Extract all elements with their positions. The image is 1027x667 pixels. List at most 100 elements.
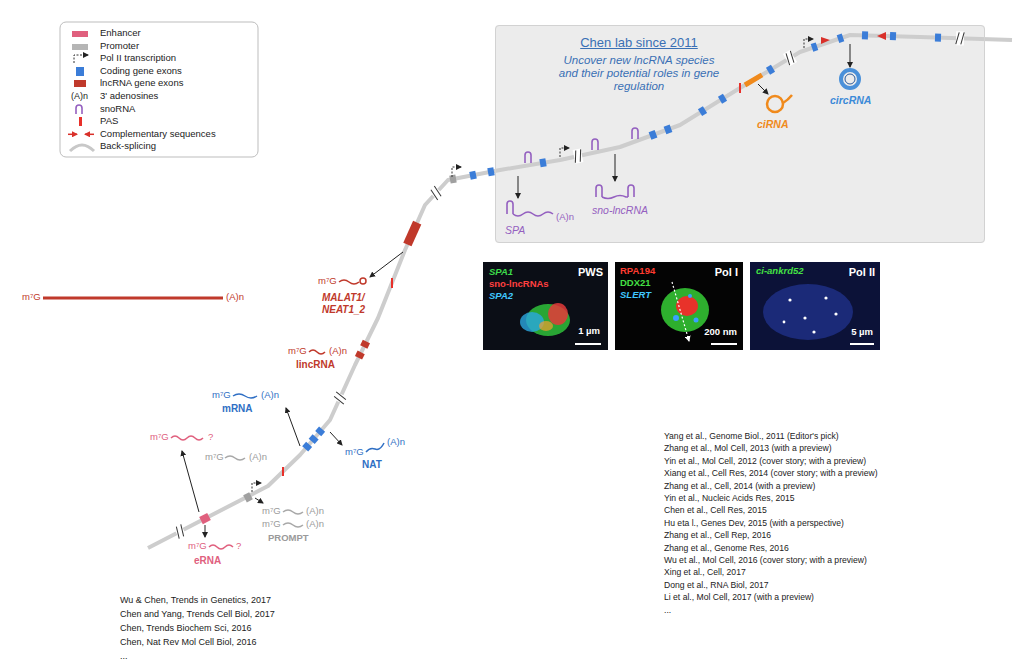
rna-name: eRNA (194, 555, 221, 567)
micrograph-image (834, 312, 837, 315)
break-mark (783, 50, 797, 66)
legend-text: 3' adenosines (100, 91, 158, 102)
legend-sample (74, 55, 88, 63)
break-mark (578, 149, 583, 161)
break-mark (783, 50, 797, 66)
micrograph-panel: RPA194DDX21SLERTPol I200 nm (615, 262, 743, 350)
pas-mark (283, 83, 740, 476)
coding-exon (768, 68, 773, 71)
rna-transcript (360, 278, 366, 284)
rna-name: ciRNA (757, 118, 789, 130)
rna-transcript (225, 456, 245, 460)
leader-arrow (286, 408, 300, 446)
stain-label: SPA2 (489, 291, 513, 302)
micrograph-panel: SPA1sno-lncRNAsSPA2PWS1 µm (483, 262, 608, 350)
coding-exon (935, 34, 941, 42)
pol2-start-arrow (252, 483, 261, 492)
polya-label: (A)n (261, 390, 279, 401)
cap-label: m⁷G (345, 447, 364, 458)
break-mark (173, 31, 964, 539)
rna-name: sno-lncRNA (592, 204, 648, 216)
legend-swatch (72, 44, 88, 50)
cap-label: m⁷G (212, 390, 231, 401)
legend-swatch (79, 117, 82, 126)
pas-mark (391, 278, 393, 288)
break-mark (332, 391, 348, 404)
lab-box-ground (495, 25, 985, 243)
enhancer-mark (201, 517, 209, 521)
break-mark (173, 523, 187, 539)
legend-text: Pol II transcription (100, 53, 176, 64)
break-mark (783, 53, 792, 65)
leader-arrow (255, 498, 263, 503)
break-mark (432, 186, 443, 196)
leader-arrow (370, 252, 403, 277)
rna-name: PROMPT (268, 533, 309, 544)
cap-label: m⁷G (150, 432, 169, 443)
reference: Xiang et al., Cell Res, 2014 (cover stor… (664, 469, 878, 479)
gene-locus-line (148, 35, 1012, 548)
break-mark (178, 524, 186, 536)
leader-arrow (758, 84, 768, 94)
reference: Zhang et al., Genome Res, 2016 (664, 544, 789, 554)
pol2-start-arrow (560, 148, 569, 157)
break-mark (573, 150, 578, 162)
ellipsis: ... (120, 651, 128, 661)
micrograph-image (673, 315, 679, 321)
lab-info-box: Chen lab since 2011Uncover new lncRNA sp… (495, 25, 985, 243)
reference: Zhang et al., Cell Rep, 2016 (664, 531, 771, 541)
lncrna-exon (359, 352, 362, 357)
micrograph-image (750, 262, 880, 350)
enhancer-mark (201, 517, 209, 521)
legend-swatch (76, 67, 84, 76)
circrna-ring (845, 74, 855, 84)
stain-label: SLERT (620, 290, 651, 301)
coding-exon (470, 175, 476, 176)
promoter-mark (245, 179, 456, 499)
micrograph-image (615, 262, 743, 350)
reference: Wu et al., Mol Cell, 2016 (cover story; … (664, 556, 867, 566)
circrna-ring (841, 70, 859, 88)
cap-label: m⁷G (318, 276, 337, 287)
rna-name: NAT (362, 459, 382, 471)
micrograph-image (483, 262, 608, 350)
reference: Zhang et al., Mol Cell, 2013 (with a pre… (664, 444, 832, 454)
polya-label: (A)n (306, 506, 324, 517)
cap-label: m⁷G (188, 541, 207, 552)
coding-exon (540, 162, 546, 163)
rna-transcript (43, 297, 223, 300)
rna-name: mRNA (222, 403, 253, 415)
coding-exon (665, 128, 671, 130)
micrograph-panel: ci-ankrd52Pol II5 µm (750, 262, 880, 350)
leader-arrow (330, 432, 342, 445)
legend-text: snoRNA (100, 104, 135, 115)
legend-text: Back-splicing (100, 141, 156, 152)
reference: Dong et al., RNA Biol, 2017 (664, 581, 769, 591)
snorna-hairpin (628, 185, 634, 197)
micrograph-image (688, 294, 692, 298)
cirna-intron (767, 96, 783, 112)
polya-label: (A)n (329, 346, 347, 357)
pas-mark (739, 83, 741, 93)
leader-arrow (615, 154, 616, 181)
leader-arrow (182, 451, 199, 512)
snorna-hairpin (513, 212, 553, 216)
legend-text: Complementary sequences (100, 129, 216, 140)
break-mark (961, 32, 964, 44)
scale-label: 5 µm (851, 327, 873, 338)
legend-text: PAS (100, 116, 118, 127)
coding-exon (318, 429, 322, 434)
circrna-ring (841, 70, 859, 88)
box-heading: Chen lab since 2011 (554, 36, 724, 51)
leader-arrow (518, 176, 519, 198)
break-mark (956, 31, 964, 45)
stain-label: DDX21 (620, 278, 651, 289)
rna-name: MALAT1/ NEAT1_2 (322, 292, 365, 315)
micrograph-image (824, 296, 827, 299)
coding-exon (305, 444, 309, 449)
rna-transcript (283, 523, 303, 527)
coding-exon (890, 32, 896, 40)
reference: Hu eta l., Genes Dev, 2015 (with a persp… (664, 519, 844, 529)
break-mark (956, 31, 964, 45)
